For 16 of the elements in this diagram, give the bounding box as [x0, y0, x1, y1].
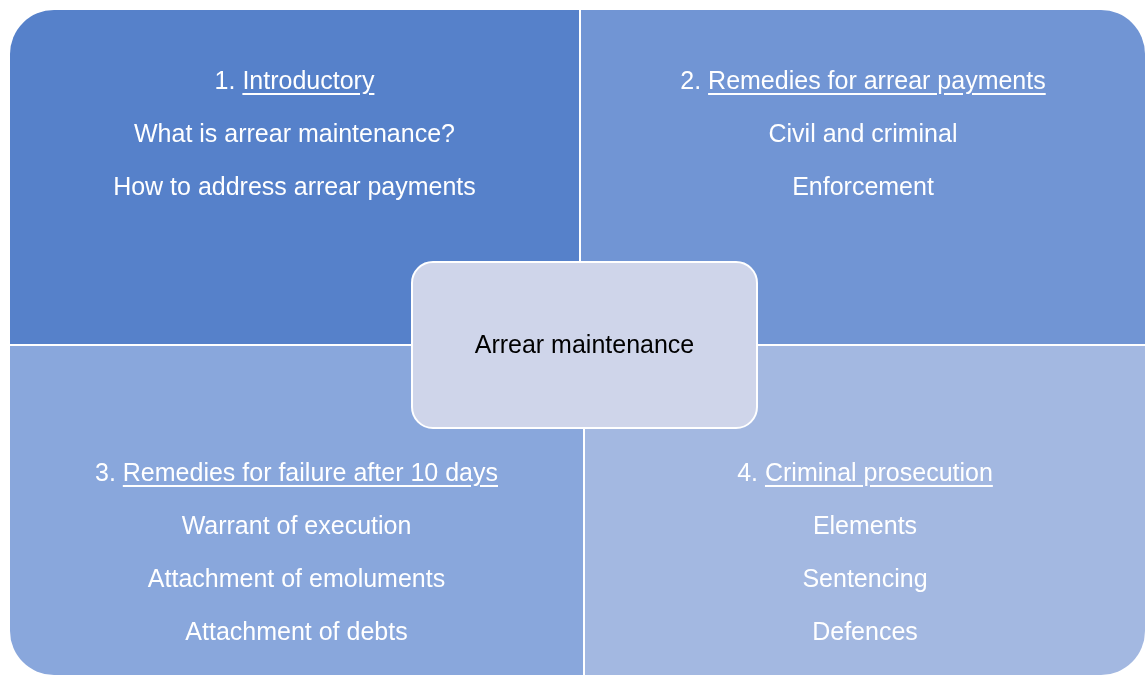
topic-item: Defences	[812, 616, 918, 647]
topic-heading: 1. Introductory	[214, 65, 375, 96]
topic-item: Enforcement	[792, 171, 934, 202]
topic-item: How to address arrear payments	[113, 171, 476, 202]
topic-item: Sentencing	[802, 563, 928, 594]
center-box	[411, 261, 758, 429]
topic-item: Elements	[812, 510, 918, 541]
topic-item: Attachment of debts	[185, 616, 408, 647]
topic-heading: 3. Remedies for failure after 10 days	[95, 457, 498, 488]
topic-item: Attachment of emoluments	[147, 563, 446, 594]
topic-item: Civil and criminal	[768, 118, 958, 149]
topic-item: What is arrear maintenance?	[134, 118, 455, 149]
topic-heading: 2. Remedies for arrear payments	[680, 65, 1046, 96]
topic-item: Warrant of execution	[181, 510, 412, 541]
topic-heading: 4. Criminal prosecution	[737, 457, 993, 488]
center-title: Arrear maintenance	[474, 329, 695, 361]
